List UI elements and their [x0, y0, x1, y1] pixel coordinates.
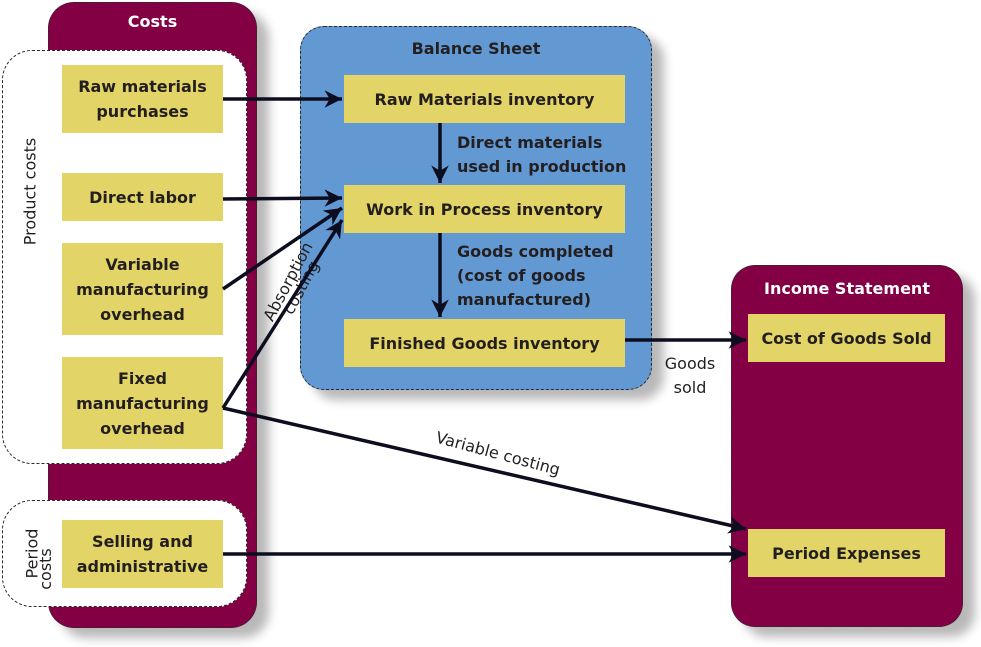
wip-inventory-label: Work in Process inventory [366, 199, 603, 219]
period-expenses-box: Period Expenses [748, 529, 945, 577]
fixed-overhead-line1: Fixed [117, 368, 168, 388]
fixed-overhead-box: Fixed manufacturing overhead [62, 357, 223, 449]
direct-materials-line1: Direct materials [457, 133, 603, 152]
raw-materials-purchases-line2: purchases [96, 102, 189, 121]
arrow-fixed-overhead-absorption [221, 219, 344, 409]
finished-goods-inventory-label: Finished Goods inventory [369, 333, 600, 353]
variable-overhead-box: Variable manufacturing overhead [62, 243, 223, 335]
goods-completed-line2: (cost of goods [457, 266, 586, 285]
costs-title: Costs [127, 12, 178, 31]
raw-materials-purchases-line1: Raw materials [78, 77, 207, 96]
cogs-box: Cost of Goods Sold [748, 314, 945, 362]
raw-materials-purchases-box: Raw materials purchases [62, 65, 223, 133]
raw-materials-inventory-box: Raw Materials inventory [344, 75, 625, 123]
direct-materials-line2: used in production [457, 157, 627, 176]
goods-sold-label: Goods sold [660, 352, 720, 400]
goods-sold-line2: sold [673, 378, 707, 397]
selling-admin-line2: administrative [76, 557, 209, 576]
direct-materials-used-label: Direct materials used in production [457, 131, 626, 179]
raw-materials-inventory-label: Raw Materials inventory [374, 89, 595, 109]
fixed-overhead-line3: overhead [100, 418, 185, 438]
variable-overhead-line2: manufacturing [76, 279, 209, 299]
fixed-overhead-line2: manufacturing [76, 393, 209, 413]
arrow-variable-overhead [222, 206, 343, 291]
finished-goods-inventory-box: Finished Goods inventory [344, 319, 625, 367]
arrow-direct-labor [222, 189, 343, 207]
direct-labor-label: Direct labor [89, 187, 196, 207]
goods-completed-label: Goods completed (cost of goods manufactu… [457, 240, 614, 312]
wip-inventory-box: Work in Process inventory [344, 185, 625, 233]
direct-labor-box: Direct labor [62, 173, 223, 221]
period-expenses-label: Period Expenses [772, 543, 921, 563]
variable-overhead-line1: Variable [105, 254, 180, 274]
selling-admin-box: Selling and administrative [62, 520, 223, 588]
goods-completed-line1: Goods completed [457, 242, 614, 261]
income-statement-title: Income Statement [764, 279, 930, 298]
goods-completed-line3: manufactured) [457, 290, 592, 309]
variable-overhead-line3: overhead [100, 304, 185, 324]
goods-sold-line1: Goods [664, 354, 716, 373]
balance-sheet-title: Balance Sheet [411, 39, 541, 58]
arrow-fixed-overhead-variable [222, 406, 747, 534]
selling-admin-line1: Selling and [92, 532, 193, 551]
cogs-label: Cost of Goods Sold [761, 328, 932, 348]
